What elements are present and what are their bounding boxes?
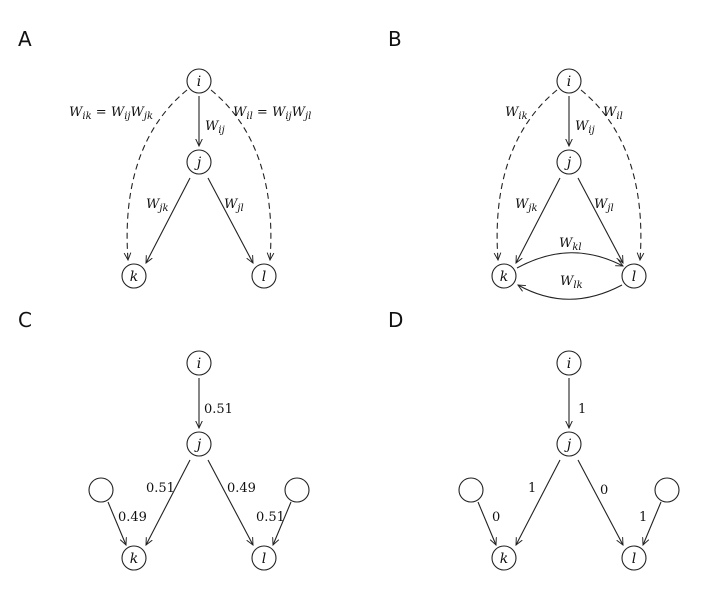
panel-c-weight-jl: 0.49 [227, 481, 256, 496]
panel-b-node-k: k [491, 263, 517, 289]
panel-a: A Wij Wjk Wjl Wik = WijWjk Wil = WijWjl … [18, 27, 311, 289]
panel-d-label: D [388, 308, 403, 332]
panel-d-weight-yl: 1 [639, 510, 647, 525]
panel-d-node-unlabeled-left [458, 477, 484, 503]
panel-b-edge-il-dashed [580, 89, 641, 260]
panel-c-node-j: j [186, 431, 212, 457]
svg-text:l: l [632, 269, 636, 285]
panel-b-label-wik: Wik [505, 105, 528, 122]
panel-c-weight-yl: 0.51 [256, 510, 285, 525]
panel-d-edge-jk [516, 459, 561, 545]
panel-c-weight-ij: 0.51 [204, 402, 233, 417]
panel-b-node-i: i [556, 68, 582, 94]
panel-c-node-k: k [121, 545, 147, 571]
panel-b: B Wij Wik Wil Wjk Wjl Wkl Wlk i j k l [388, 27, 647, 300]
panel-a-label-wij: Wij [205, 119, 225, 136]
svg-text:i: i [197, 74, 201, 90]
panel-b-edge-lk [518, 285, 623, 300]
panel-c-edge-xk [107, 501, 126, 545]
panel-c-node-l: l [251, 545, 277, 571]
panel-a-label: A [18, 27, 32, 51]
panel-b-label-wjk: Wjk [515, 197, 538, 214]
svg-text:j: j [564, 155, 572, 171]
panel-a-edge-ik-dashed [127, 89, 188, 260]
panel-d-weight-jk: 1 [528, 481, 536, 496]
panel-a-label-wik-equation: Wik = WijWjk [69, 105, 153, 122]
panel-c-node-i: i [186, 350, 212, 376]
panel-b-node-l: l [621, 263, 647, 289]
panel-d-node-j: j [556, 431, 582, 457]
panel-b-edge-jk [516, 177, 561, 263]
panel-c-edge-jl [207, 459, 253, 545]
panel-b-edge-kl [516, 252, 623, 269]
panel-b-label: B [388, 27, 402, 51]
panel-d-node-i: i [556, 350, 582, 376]
panel-d-edge-jl [577, 459, 623, 545]
panel-b-label-wil: Wil [603, 105, 623, 122]
svg-text:i: i [567, 356, 571, 372]
panel-b-label-wkl: Wkl [559, 236, 582, 253]
panel-a-edge-il-dashed [210, 89, 271, 260]
panel-a-label-wjl: Wjl [224, 197, 244, 214]
panel-a-label-wil-equation: Wil = WijWjl [233, 105, 311, 122]
panel-c-label: C [18, 308, 32, 332]
panel-a-edge-jk [146, 177, 191, 263]
svg-text:l: l [262, 269, 266, 285]
panel-d-edge-xk [477, 501, 496, 545]
panel-d-node-l: l [621, 545, 647, 571]
panel-b-node-j: j [556, 149, 582, 175]
panel-d: D 1 1 0 0 1 i j k l [388, 308, 680, 571]
panel-c-weight-jk: 0.51 [146, 481, 175, 496]
panel-a-node-k: k [121, 263, 147, 289]
svg-text:k: k [500, 551, 508, 567]
panel-c: C 0.51 0.51 0.49 0.49 0.51 i j k l [18, 308, 310, 571]
svg-text:j: j [564, 437, 572, 453]
panel-b-label-wjl: Wjl [594, 197, 614, 214]
panel-c-edge-jk [146, 459, 191, 545]
panel-a-label-wjk: Wjk [146, 197, 169, 214]
svg-text:i: i [197, 356, 201, 372]
svg-text:j: j [194, 155, 202, 171]
svg-text:k: k [130, 269, 138, 285]
panel-d-node-unlabeled-right [654, 477, 680, 503]
panel-b-edge-jl [577, 177, 623, 263]
svg-text:l: l [632, 551, 636, 567]
svg-text:k: k [130, 551, 138, 567]
panel-b-edge-ik-dashed [497, 89, 558, 260]
svg-text:k: k [500, 269, 508, 285]
svg-text:i: i [567, 74, 571, 90]
panel-c-weight-xk: 0.49 [118, 510, 147, 525]
panel-c-node-unlabeled-right [284, 477, 310, 503]
panel-b-label-wlk: Wlk [560, 274, 583, 291]
panel-b-label-wij: Wij [575, 119, 595, 136]
panel-d-weight-jl: 0 [600, 483, 608, 498]
svg-text:l: l [262, 551, 266, 567]
panel-c-node-unlabeled-left [88, 477, 114, 503]
panel-a-node-j: j [186, 149, 212, 175]
svg-text:j: j [194, 437, 202, 453]
panel-a-node-i: i [186, 68, 212, 94]
panel-a-node-l: l [251, 263, 277, 289]
panel-d-edge-yl [643, 501, 662, 545]
panel-a-edge-jl [207, 177, 253, 263]
panel-d-weight-xk: 0 [492, 510, 500, 525]
panel-d-weight-ij: 1 [578, 402, 586, 417]
panel-d-node-k: k [491, 545, 517, 571]
panel-c-edge-yl [273, 501, 292, 545]
